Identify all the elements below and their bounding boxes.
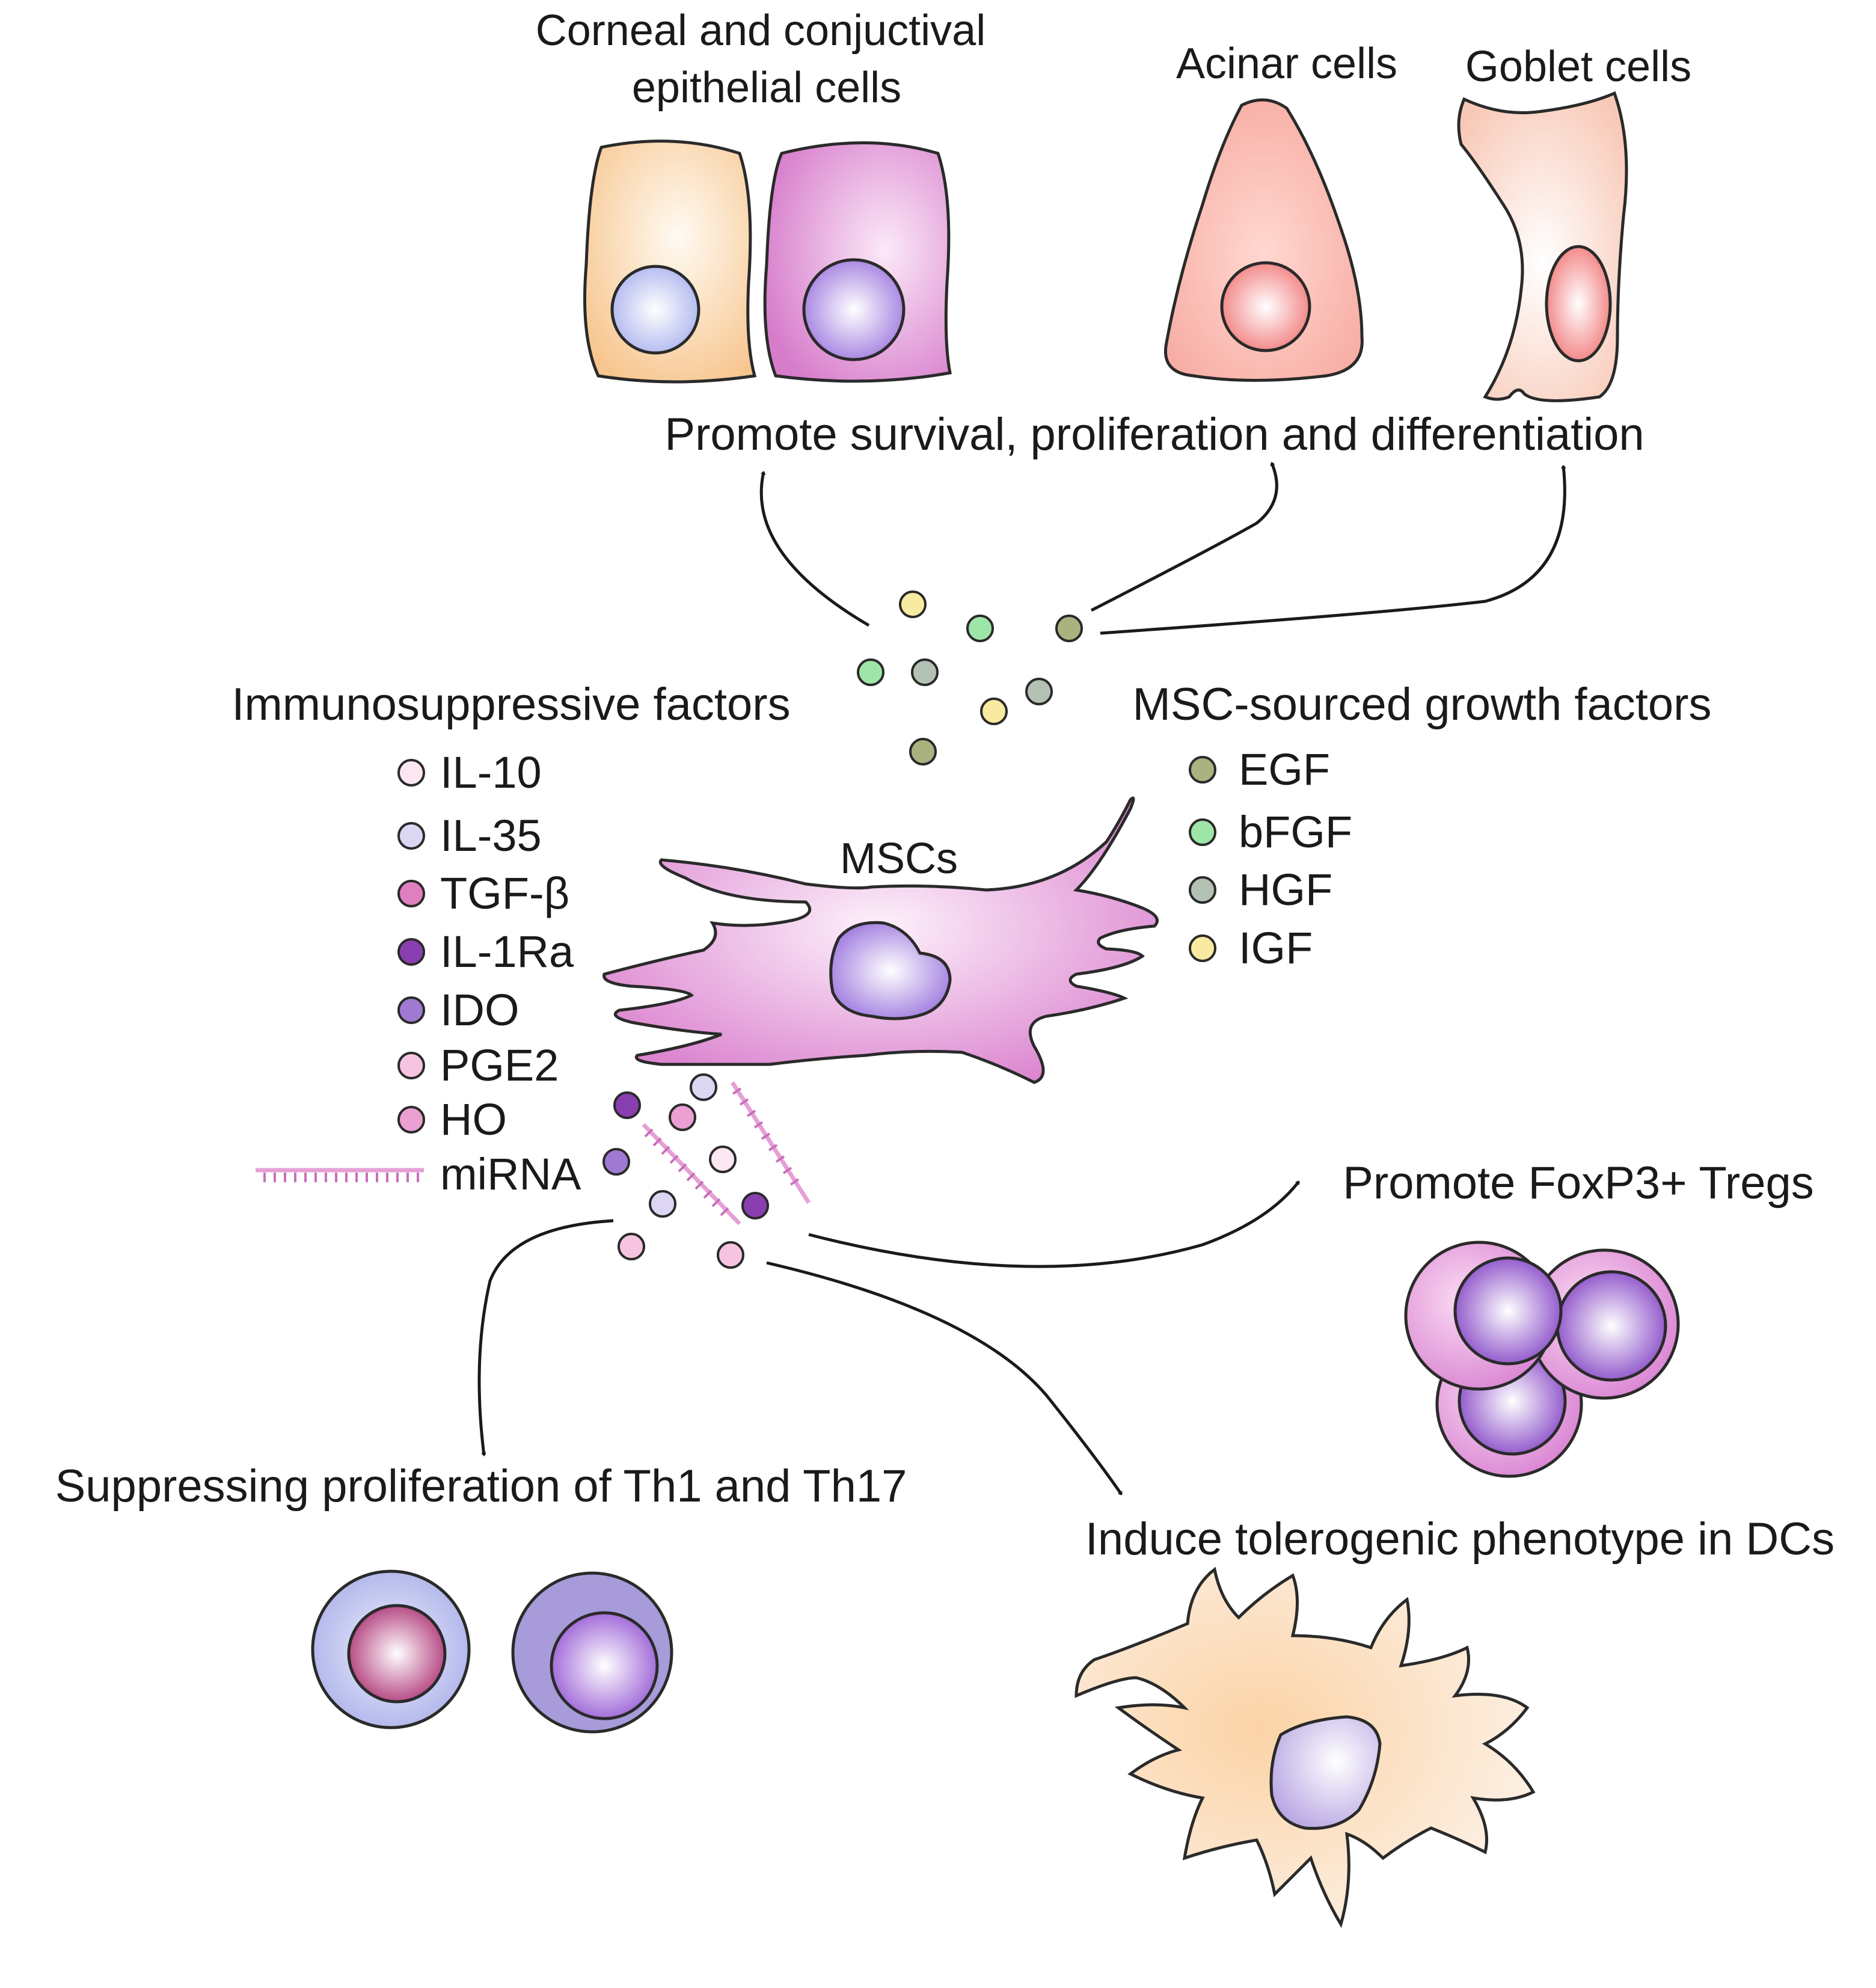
il10-swatch bbox=[397, 759, 425, 787]
legend-item-egf: EGF bbox=[1189, 744, 1330, 794]
goblet-label: Goblet cells bbox=[1465, 43, 1691, 91]
corneal-nucleus bbox=[610, 265, 700, 355]
ido-dot bbox=[602, 1148, 630, 1176]
treg-cell bbox=[1528, 1248, 1680, 1400]
ido-swatch bbox=[397, 996, 425, 1024]
igf-label: IGF bbox=[1239, 923, 1313, 973]
pge2-label: PGE2 bbox=[440, 1040, 559, 1090]
arrow-to-acinar bbox=[1090, 462, 1278, 612]
il1ra-label: IL-1Ra bbox=[440, 927, 574, 977]
legend-item-ido: IDO bbox=[397, 985, 520, 1035]
arrow-to-dcs bbox=[766, 1261, 1123, 1496]
corneal-label-line2: epithelial cells bbox=[632, 64, 901, 112]
pge2-dot bbox=[717, 1241, 744, 1269]
hgf-dot bbox=[1025, 678, 1053, 705]
bfgf-dot bbox=[966, 615, 994, 642]
mirna-strand bbox=[731, 1081, 811, 1204]
hgf-label: HGF bbox=[1239, 865, 1332, 915]
immunosuppressive-legend: IL-10 IL-35 TGF-β IL-1Ra IDO PGE2 HO bbox=[256, 747, 581, 1199]
tgfb-label: TGF-β bbox=[440, 868, 569, 918]
il35-swatch bbox=[397, 822, 425, 850]
ho-label: HO bbox=[440, 1094, 507, 1144]
egf-dot bbox=[1055, 615, 1083, 642]
ho-dot bbox=[669, 1103, 696, 1131]
egf-label: EGF bbox=[1239, 744, 1330, 794]
th1-cell bbox=[311, 1569, 471, 1729]
mirna-strand bbox=[642, 1123, 741, 1226]
conjunctival-epithelial-cell bbox=[763, 141, 952, 383]
pge2-dot bbox=[618, 1233, 645, 1260]
igf-swatch bbox=[1189, 934, 1216, 962]
arrow-to-tregs bbox=[808, 1180, 1300, 1268]
mirna-label: miRNA bbox=[440, 1149, 581, 1199]
goblet-cell bbox=[1457, 91, 1628, 402]
pge2-swatch bbox=[397, 1052, 425, 1079]
treg-cells bbox=[1404, 1241, 1680, 1478]
acinar-nucleus bbox=[1220, 261, 1311, 352]
arrow-to-goblet bbox=[1100, 464, 1566, 635]
igf-dot bbox=[980, 698, 1008, 725]
corneal-epithelial-cell bbox=[583, 140, 757, 384]
il1ra-dot bbox=[613, 1091, 641, 1119]
immunosuppressive-title: Immunosuppressive factors bbox=[231, 679, 790, 730]
legend-item-pge2: PGE2 bbox=[397, 1040, 559, 1090]
bfgf-swatch bbox=[1189, 818, 1216, 846]
dc-nucleus bbox=[1269, 1715, 1382, 1830]
legend-item-il1ra: IL-1Ra bbox=[397, 927, 574, 977]
legend-item-ho: HO bbox=[397, 1094, 507, 1144]
il35-dot bbox=[649, 1190, 676, 1218]
corneal-label-line1: Corneal and conjuctival bbox=[536, 7, 986, 55]
il35-label: IL-35 bbox=[440, 811, 542, 861]
il10-label: IL-10 bbox=[440, 747, 542, 797]
arrow-to-epithelial bbox=[759, 471, 870, 627]
il35-dot bbox=[690, 1073, 717, 1101]
arrow-to-th bbox=[477, 1219, 614, 1457]
growth-factor-legend: EGF bFGF HGF IGF bbox=[1189, 744, 1352, 973]
il10-dot bbox=[709, 1146, 737, 1173]
legend-item-il35: IL-35 bbox=[397, 811, 542, 861]
hgf-swatch bbox=[1189, 876, 1216, 904]
mirna-swatch bbox=[256, 1168, 424, 1182]
legend-item-il10: IL-10 bbox=[397, 747, 542, 797]
treg-cell bbox=[1404, 1241, 1563, 1391]
promote-tregs-label: Promote FoxP3+ Tregs bbox=[1343, 1158, 1814, 1209]
mscs-label: MSCs bbox=[840, 835, 958, 883]
goblet-nucleus bbox=[1545, 245, 1612, 363]
conjunctival-nucleus bbox=[802, 258, 906, 361]
legend-item-tgfb: TGF-β bbox=[397, 868, 569, 918]
hgf-dot bbox=[911, 658, 939, 686]
growth-factors-title: MSC-sourced growth factors bbox=[1133, 679, 1712, 730]
msc-nucleus bbox=[829, 921, 952, 1020]
dendritic-cell bbox=[1074, 1566, 1536, 1928]
suppress-th-label: Suppressing proliferation of Th1 and Th1… bbox=[55, 1461, 907, 1512]
immunosuppressive-cluster bbox=[602, 1073, 811, 1269]
acinar-label: Acinar cells bbox=[1176, 40, 1397, 88]
msc-cell bbox=[602, 796, 1159, 1084]
th17-cell bbox=[511, 1571, 673, 1734]
igf-dot bbox=[899, 591, 927, 618]
ido-label: IDO bbox=[440, 985, 520, 1035]
egf-swatch bbox=[1189, 756, 1216, 784]
legend-item-hgf: HGF bbox=[1189, 865, 1332, 915]
ho-swatch bbox=[397, 1106, 425, 1134]
legend-item-bfgf: bFGF bbox=[1189, 807, 1352, 857]
growth-factor-cluster bbox=[857, 591, 1083, 765]
egf-dot bbox=[909, 738, 937, 765]
promote-survival-label: Promote survival, proliferation and diff… bbox=[664, 409, 1644, 460]
bfgf-label: bFGF bbox=[1239, 807, 1352, 857]
bfgf-dot bbox=[857, 658, 884, 686]
il1ra-swatch bbox=[397, 938, 425, 966]
legend-item-mirna: miRNA bbox=[256, 1149, 581, 1199]
induce-dcs-label: Induce tolerogenic phenotype in DCs bbox=[1085, 1514, 1835, 1565]
tgfb-swatch bbox=[397, 880, 425, 907]
acinar-cell bbox=[1164, 98, 1364, 382]
il1ra-dot bbox=[741, 1192, 769, 1219]
legend-item-igf: IGF bbox=[1189, 923, 1313, 973]
